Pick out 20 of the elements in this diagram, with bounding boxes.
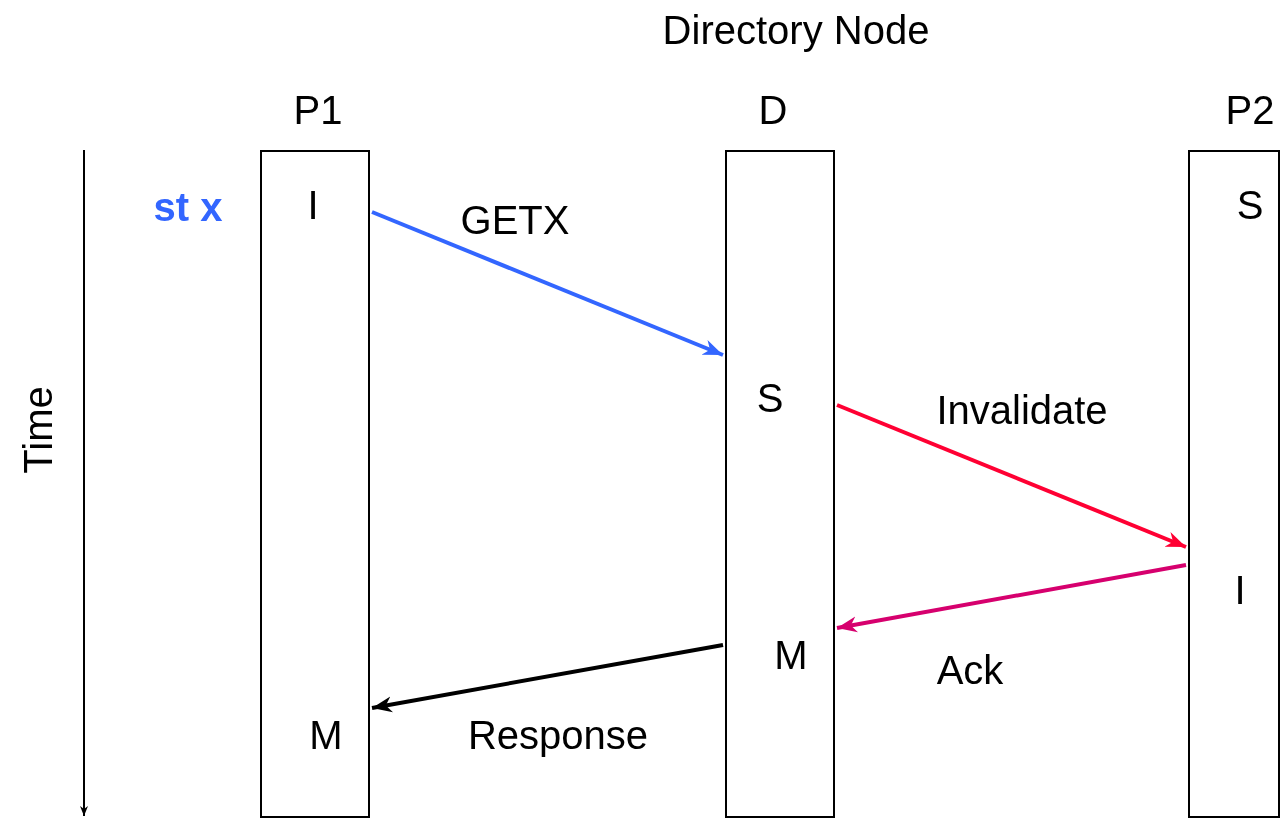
edge-label: GETX: [460, 200, 570, 240]
edge-label: Ack: [936, 650, 1004, 690]
arrow: [836, 563, 1187, 633]
edge-label: Invalidate: [936, 390, 1108, 430]
operation-label: st x: [153, 187, 223, 227]
heading: Directory Node: [662, 10, 930, 50]
lifeline-heading: D: [758, 90, 788, 130]
arrow: [371, 643, 724, 713]
lifeline-heading: P1: [293, 90, 343, 130]
state-label: I: [307, 185, 319, 225]
state-label: M: [774, 635, 808, 675]
axis-label: Time: [18, 386, 58, 474]
arrow: [836, 403, 1187, 549]
arrow: [371, 210, 724, 357]
state-label: S: [756, 378, 784, 418]
edge-label: Response: [467, 715, 649, 755]
lifeline-heading: P2: [1225, 90, 1275, 130]
state-label: S: [1236, 185, 1264, 225]
state-label: M: [309, 715, 343, 755]
state-label: I: [1234, 570, 1246, 610]
